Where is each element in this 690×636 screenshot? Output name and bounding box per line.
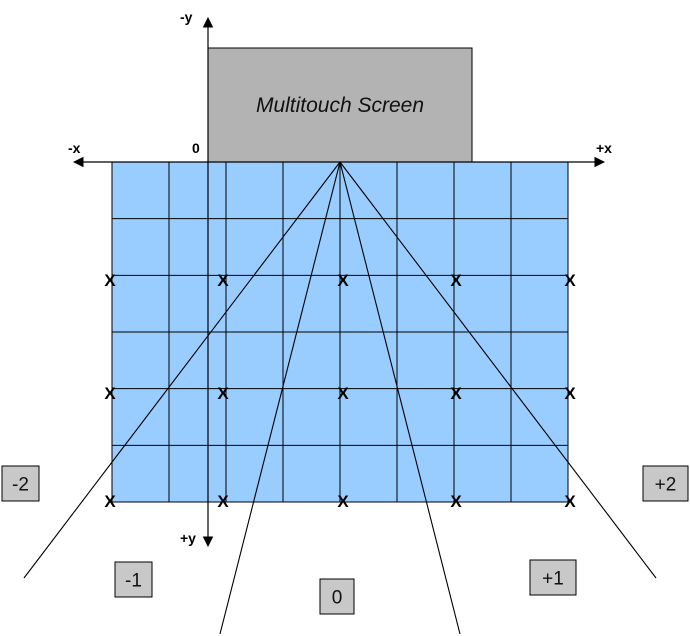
touch-marker: X (104, 384, 116, 403)
zone-label-box: -1 (114, 561, 153, 598)
touch-marker: X (104, 271, 116, 290)
touch-marker: X (450, 384, 462, 403)
touch-marker: X (337, 271, 349, 290)
multitouch-screen (207, 47, 473, 163)
touch-marker: X (217, 384, 229, 403)
zone-box (319, 578, 355, 615)
touch-marker: X (564, 384, 576, 403)
origin-label: 0 (192, 140, 200, 156)
touch-marker: X (217, 492, 229, 511)
zone-boundary-line (23, 161, 341, 579)
zone-boundary-lines (23, 161, 657, 635)
neg-y-label: -y (180, 9, 193, 25)
touch-marker: X (564, 271, 576, 290)
neg-x-label: -x (68, 140, 81, 156)
zones: -2 -1 0 +1 +2 (1, 465, 689, 615)
zone-boundary-line (339, 161, 461, 635)
screen-label: Multitouch Screen (256, 94, 424, 117)
zone-label-box: +2 (642, 465, 689, 502)
zone-box (1, 465, 40, 502)
touch-marker: X (104, 492, 116, 511)
touch-marker: X (450, 492, 462, 511)
zone-label-box: +1 (529, 559, 577, 596)
touch-marker: X (450, 271, 462, 290)
touch-marker: X (337, 384, 349, 403)
zone-label: +2 (655, 475, 677, 496)
zone-label: +1 (542, 569, 564, 590)
grid-lines (112, 162, 568, 502)
zone-box (114, 561, 153, 598)
touch-marker: X (564, 492, 576, 511)
zone-label: 0 (332, 588, 343, 609)
touch-markers: X X X X X X X X X X X X X X X (104, 271, 576, 511)
zone-box (642, 465, 689, 502)
zone-label-box: -2 (1, 465, 40, 502)
pos-y-label: +y (180, 530, 196, 546)
pos-x-label: +x (596, 140, 612, 156)
zone-label: -2 (12, 475, 29, 496)
zone-boundary-line (219, 161, 341, 635)
touch-marker: X (217, 271, 229, 290)
zone-box (529, 559, 577, 596)
zone-label: -1 (125, 571, 142, 592)
zone-boundary-line (339, 161, 657, 579)
touch-marker: X (337, 492, 349, 511)
zone-label-box: 0 (319, 578, 355, 615)
